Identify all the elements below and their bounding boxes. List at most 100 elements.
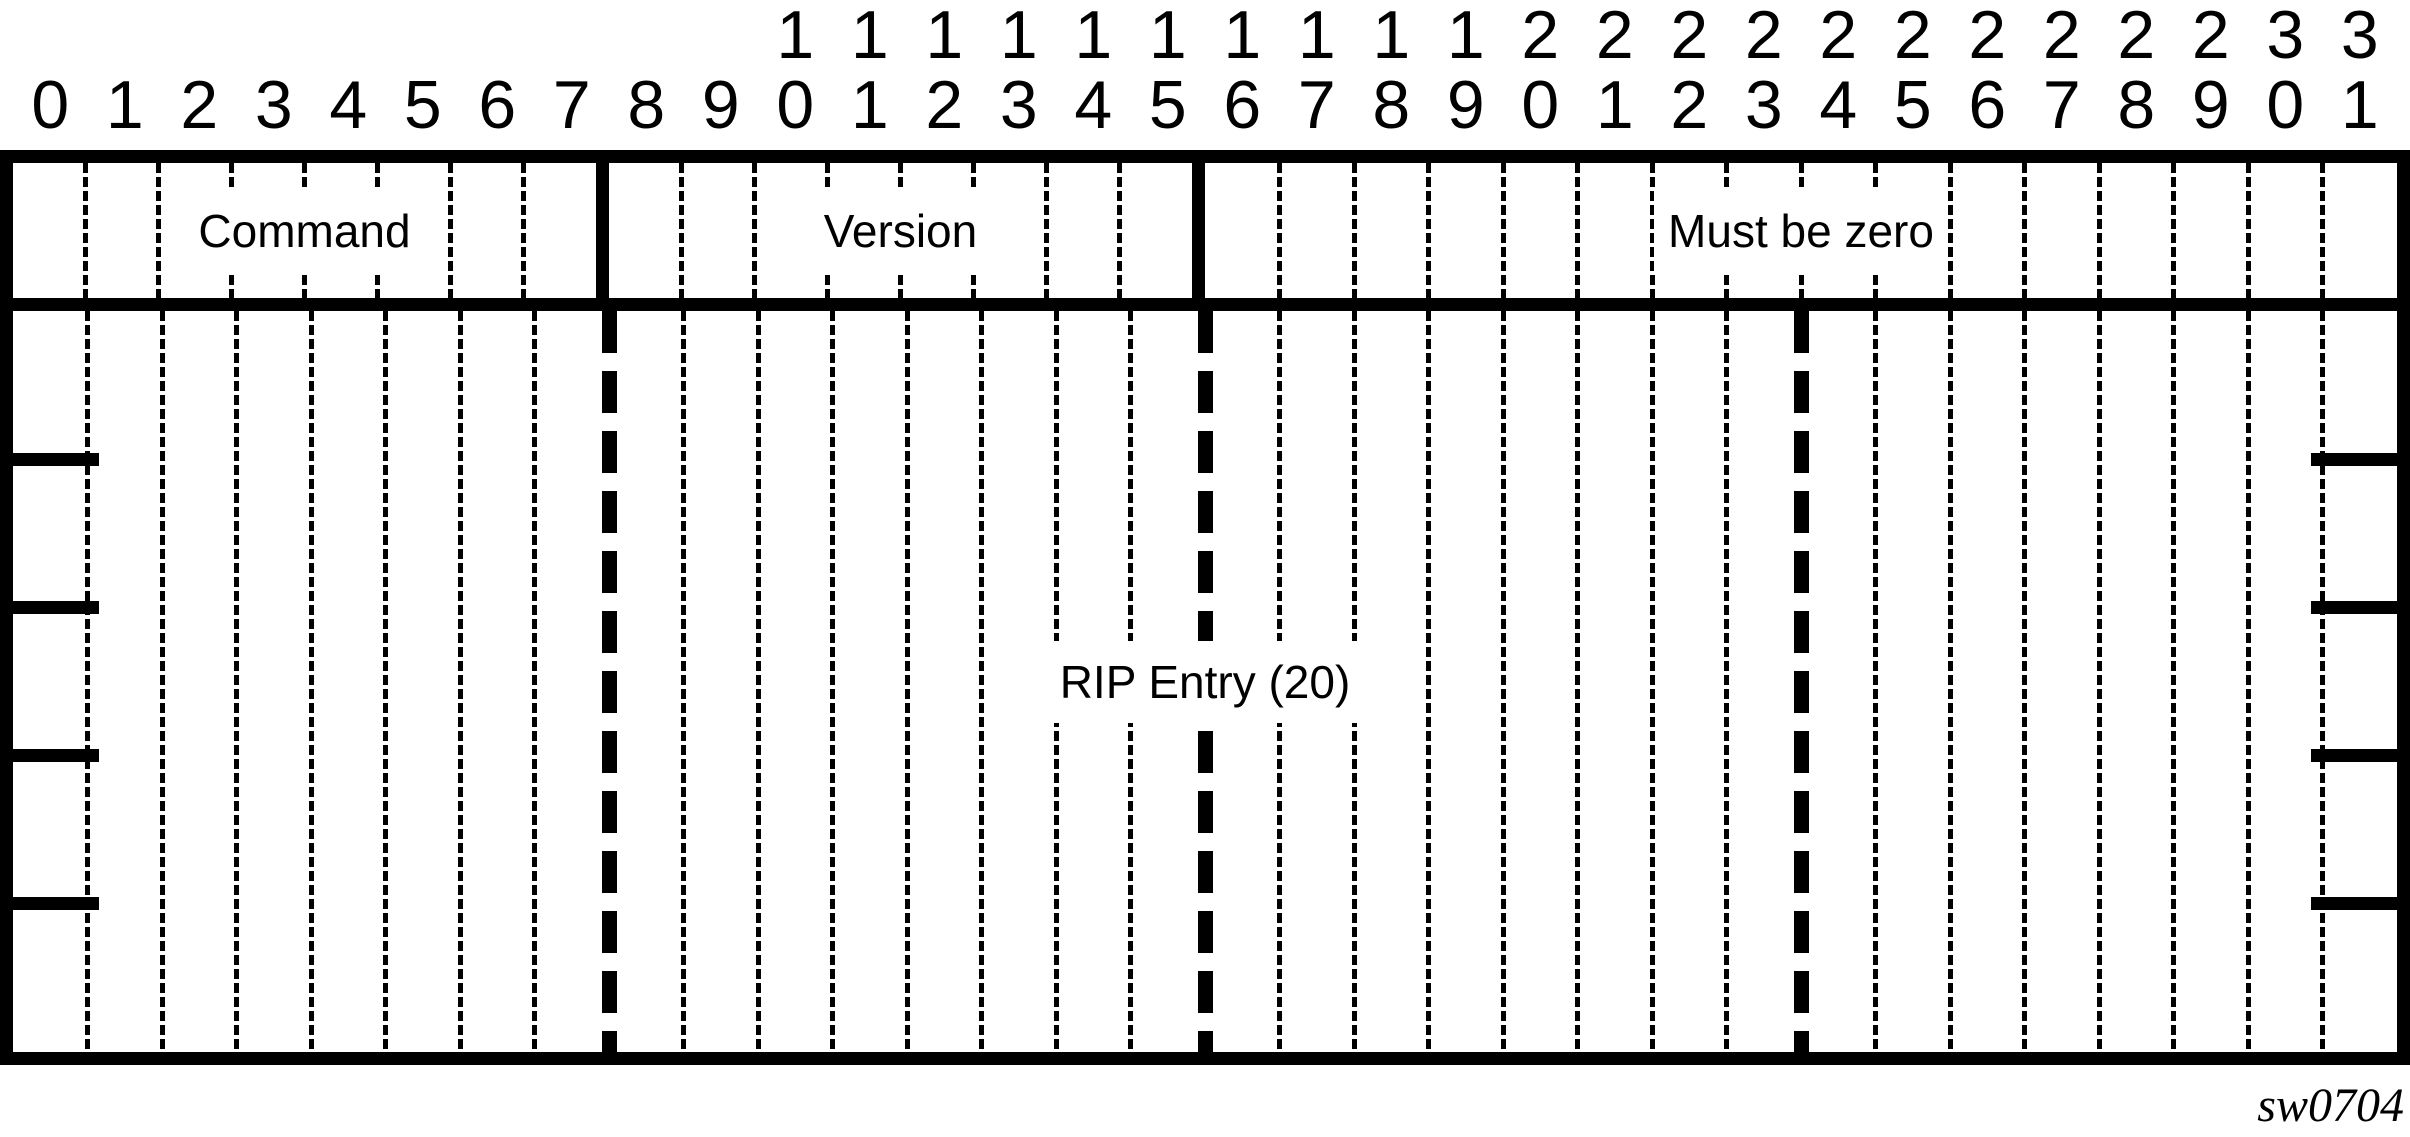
- header-field-version: Version: [609, 163, 1205, 298]
- bit-number-units-digit: 0: [1521, 67, 1560, 143]
- bit-boundary-dashed-line: [1277, 163, 1282, 298]
- bit-number-tens-digit: 1: [1223, 0, 1262, 73]
- bit-number-tens-digit: 2: [1893, 0, 1932, 73]
- bit-number-tens-digit: 2: [1744, 0, 1783, 73]
- bit-number-units-digit: 2: [180, 67, 219, 143]
- bit-number-tens-digit: 2: [1521, 0, 1560, 73]
- bit-number-7: 7: [535, 0, 610, 150]
- bit-number-tens-digit: 1: [1148, 0, 1187, 73]
- bit-number-tens-digit: 2: [1968, 0, 2007, 73]
- byte-boundary-dashed-line: [1793, 311, 1809, 1052]
- field-label: Version: [809, 189, 992, 272]
- word-row-tick-right: [2311, 897, 2410, 911]
- bit-number-units-digit: 4: [1074, 67, 1113, 143]
- bit-boundary-dashed-line: [457, 311, 463, 1052]
- bit-number-tens-digit: 1: [850, 0, 889, 73]
- bit-number-units-digit: 3: [1744, 67, 1783, 143]
- bit-number-tens-digit: 1: [1446, 0, 1485, 73]
- field-label: Command: [184, 189, 425, 272]
- bit-number-units-digit: 5: [403, 67, 442, 143]
- bit-number-tens-digit: 2: [2117, 0, 2156, 73]
- bit-boundary-dashed-line: [1724, 311, 1729, 1052]
- word-row-tick-right: [2311, 452, 2410, 466]
- bit-boundary-dashed-line: [1426, 311, 1431, 1052]
- bit-number-6: 6: [460, 0, 535, 150]
- bit-number-tens-digit: 1: [999, 0, 1038, 73]
- bit-number-units-digit: 6: [478, 67, 517, 143]
- bit-number-tens-digit: 2: [1595, 0, 1634, 73]
- bit-boundary-dashed-line: [830, 311, 835, 1052]
- bit-number-units-digit: 0: [776, 67, 815, 143]
- bit-number-tens-digit: 2: [1670, 0, 1709, 73]
- bit-boundary-dashed-line: [1649, 311, 1655, 1052]
- bit-boundary-dashed-line: [1500, 311, 1506, 1052]
- bit-boundary-dashed-line: [755, 311, 761, 1052]
- bit-number-tens-digit: 1: [1372, 0, 1411, 73]
- bit-number-tens-digit: 3: [2340, 0, 2379, 73]
- bit-boundary-dashed-line: [679, 163, 685, 298]
- bit-boundary-dashed-line: [520, 163, 526, 298]
- bit-number-0: 0: [13, 0, 88, 150]
- bit-boundary-dashed-line: [1351, 163, 1357, 298]
- header-field-must-be-zero: Must be zero: [1205, 163, 2397, 298]
- word-row-tick-left: [0, 452, 99, 466]
- bit-number-units-digit: 8: [627, 67, 666, 143]
- bit-number-units-digit: 1: [2340, 67, 2379, 143]
- bit-boundary-dashed-line: [532, 311, 537, 1052]
- bit-boundary-dashed-line: [156, 163, 162, 298]
- bit-number-units-digit: 7: [552, 67, 591, 143]
- bit-number-2: 2: [162, 0, 237, 150]
- bit-boundary-dashed-line: [85, 311, 90, 1052]
- bit-number-5: 5: [386, 0, 461, 150]
- bit-number-tens-digit: 3: [2266, 0, 2305, 73]
- bit-boundary-dashed-line: [1649, 163, 1655, 298]
- bit-number-1: 1: [88, 0, 163, 150]
- bit-number-9: 9: [684, 0, 759, 150]
- bit-boundary-dashed-line: [159, 311, 165, 1052]
- bit-number-units-digit: 0: [2266, 67, 2305, 143]
- bit-number-tens-digit: 2: [2042, 0, 2081, 73]
- bit-number-tens-digit: 1: [1074, 0, 1113, 73]
- bit-boundary-dashed-line: [2320, 163, 2325, 298]
- bit-number-units-digit: 6: [1223, 67, 1262, 143]
- bit-number-units-digit: 2: [925, 67, 964, 143]
- bit-boundary-dashed-line: [979, 311, 984, 1052]
- bit-boundary-dashed-line: [1500, 163, 1506, 298]
- word-row-tick-left: [0, 897, 99, 911]
- bit-boundary-dashed-line: [1043, 163, 1049, 298]
- word-row-tick-left: [0, 600, 99, 614]
- bit-boundary-dashed-line: [2245, 311, 2251, 1052]
- bit-number-units-digit: 4: [1819, 67, 1858, 143]
- bit-boundary-dashed-line: [234, 311, 239, 1052]
- figure-caption: sw0704: [2257, 1079, 2404, 1132]
- bit-number-units-digit: 2: [1670, 67, 1709, 143]
- bit-number-units-digit: 9: [1446, 67, 1485, 143]
- bit-number-units-digit: 9: [701, 67, 740, 143]
- bit-boundary-dashed-line: [2171, 163, 2176, 298]
- bit-boundary-dashed-line: [752, 163, 758, 298]
- bit-number-units-digit: 5: [1893, 67, 1932, 143]
- bit-number-units-digit: 7: [2042, 67, 2081, 143]
- bit-number-units-digit: 6: [1968, 67, 2007, 143]
- bit-boundary-dashed-line: [2096, 163, 2102, 298]
- bit-number-units-digit: 3: [254, 67, 293, 143]
